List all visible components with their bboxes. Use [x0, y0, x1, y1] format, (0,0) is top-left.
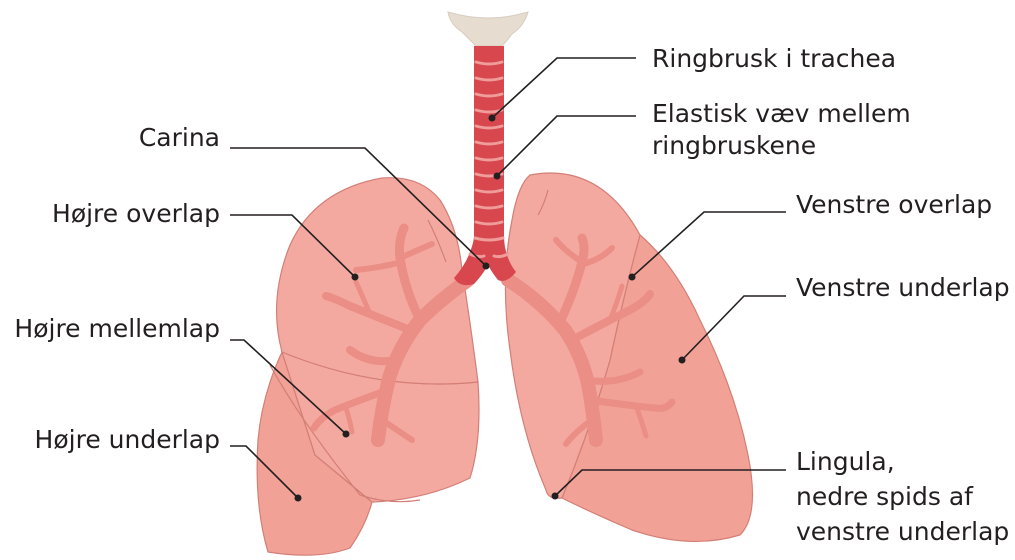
larynx	[448, 12, 528, 46]
dot-hojre-underlap	[295, 495, 302, 502]
dot-venstre-overlap	[629, 274, 636, 281]
dot-hojre-mellemlap	[343, 431, 350, 438]
label-hojre-underlap: Højre underlap	[35, 425, 220, 454]
dot-hojre-overlap	[352, 274, 359, 281]
right-upper-lobe	[277, 178, 478, 384]
dot-elastisk	[494, 173, 501, 180]
label-venstre-underlap: Venstre underlap	[796, 273, 1010, 302]
label-lingula-line2: nedre spids af	[796, 482, 974, 511]
dot-lingula	[552, 493, 559, 500]
right-lung	[257, 178, 479, 556]
leader-elastisk	[497, 116, 636, 176]
label-lingula-line1: Lingula,	[796, 447, 895, 476]
dot-carina	[483, 263, 490, 270]
label-carina: Carina	[139, 123, 220, 152]
label-elastisk-line2: ringbruskene	[652, 131, 816, 160]
label-hojre-mellemlap: Højre mellemlap	[14, 314, 220, 343]
dot-ringbrusk	[489, 115, 496, 122]
label-ringbrusk: Ringbrusk i trachea	[652, 44, 896, 73]
label-hojre-overlap: Højre overlap	[52, 199, 220, 228]
dot-venstre-underlap	[679, 357, 686, 364]
leader-ringbrusk	[492, 58, 636, 118]
label-elastisk-line1: Elastisk væv mellem	[652, 99, 911, 128]
left-lung	[505, 173, 752, 541]
label-venstre-overlap: Venstre overlap	[796, 190, 992, 219]
label-lingula-line3: venstre underlap	[796, 517, 1009, 546]
